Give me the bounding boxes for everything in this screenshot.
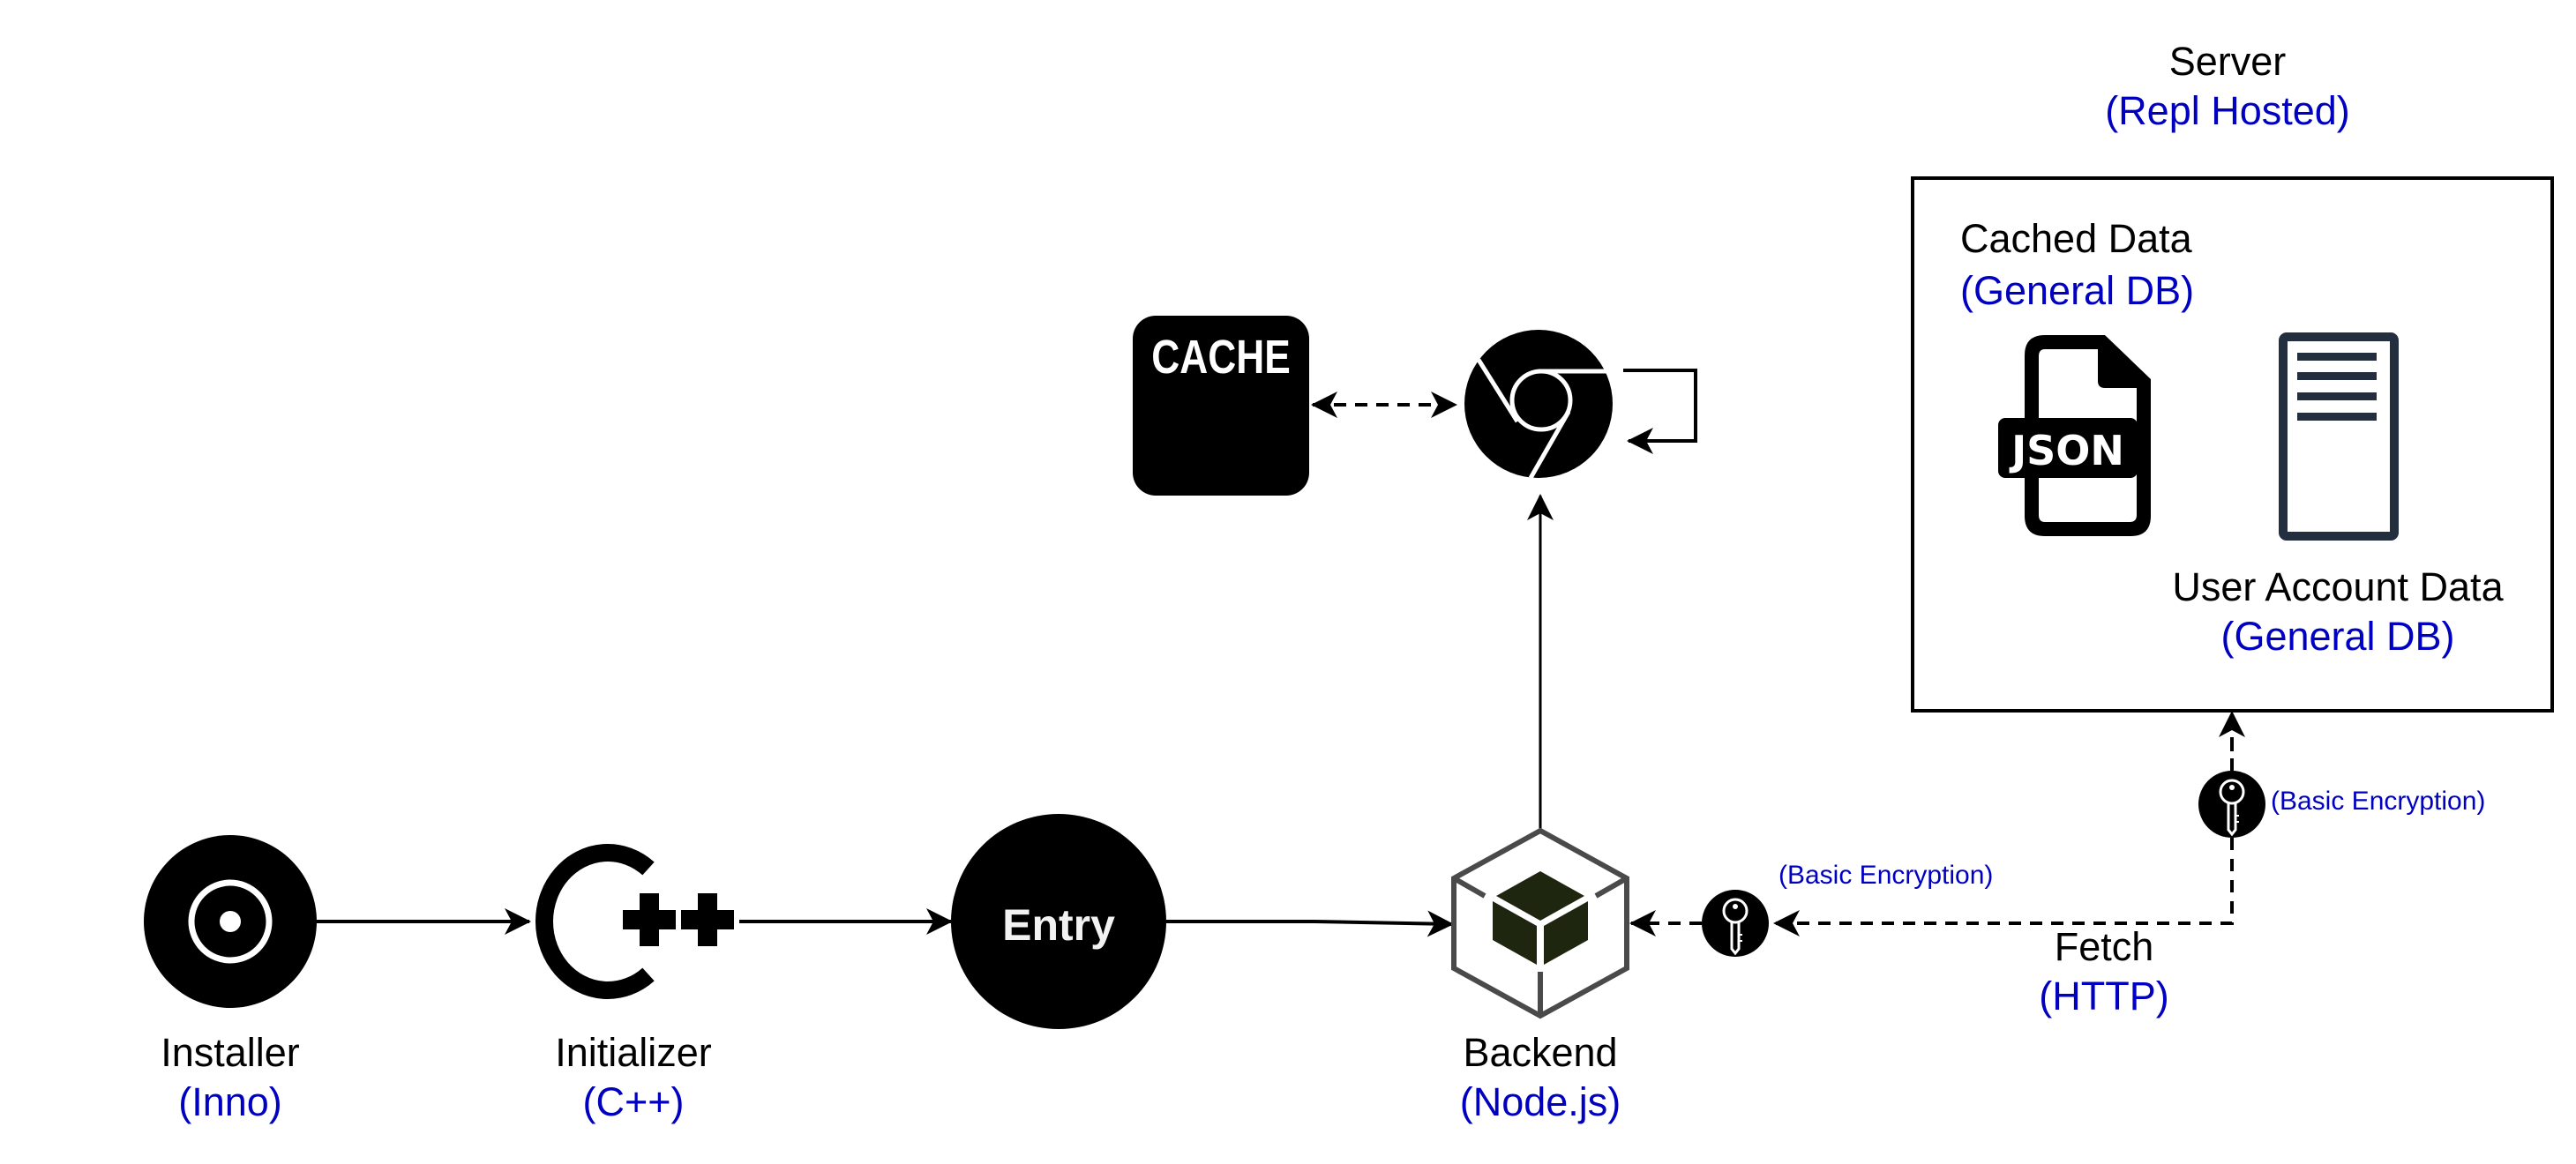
initializer-subtitle: (C++) bbox=[582, 1079, 685, 1125]
backend-subtitle: (Node.js) bbox=[1459, 1079, 1621, 1125]
installer-title: Installer bbox=[161, 1030, 300, 1075]
fetch-title: Fetch bbox=[2054, 924, 2154, 969]
installer-label: Installer (Inno) bbox=[142, 1028, 318, 1128]
backend-label: Backend (Node.js) bbox=[1434, 1028, 1646, 1128]
entry-text: Entry bbox=[1002, 900, 1115, 950]
server-container[interactable] bbox=[1911, 176, 2554, 713]
entry-label: Entry bbox=[970, 898, 1147, 953]
cache-icon[interactable] bbox=[1133, 316, 1309, 496]
server-rack-icon[interactable] bbox=[2279, 332, 2399, 541]
cache-text: CACHE bbox=[1151, 331, 1291, 384]
json-badge: JSON bbox=[1998, 426, 2138, 477]
fetch-label: Fetch (HTTP) bbox=[2011, 922, 2197, 1022]
key-icon[interactable] bbox=[2198, 771, 2265, 838]
server-label: Server (Repl Hosted) bbox=[2056, 37, 2400, 137]
chrome-icon[interactable] bbox=[1464, 330, 1613, 480]
user-account-data-title: User Account Data bbox=[2172, 564, 2504, 609]
user-account-data-label: User Account Data (General DB) bbox=[2153, 563, 2523, 662]
cache-label: CACHE bbox=[1133, 328, 1309, 388]
cached-data-label: Cached Data (General DB) bbox=[1960, 213, 2194, 317]
cpp-logo-icon[interactable] bbox=[535, 844, 734, 999]
disc-icon[interactable] bbox=[144, 835, 317, 1008]
json-file-icon[interactable] bbox=[1998, 335, 2151, 536]
installer-subtitle: (Inno) bbox=[178, 1079, 282, 1125]
server-title: Server bbox=[2168, 39, 2287, 84]
encryption-label-server: (Basic Encryption) bbox=[2271, 787, 2486, 816]
cached-data-title: Cached Data bbox=[1960, 216, 2192, 261]
edge-browser-self-loop bbox=[1623, 369, 1697, 454]
edge-server-fetch-to-backend bbox=[1629, 711, 2245, 936]
backend-title: Backend bbox=[1463, 1030, 1618, 1075]
edge-entry-to-backend bbox=[1166, 910, 1454, 937]
server-subtitle: (Repl Hosted) bbox=[2105, 88, 2350, 134]
user-account-data-subtitle: (General DB) bbox=[2220, 614, 2455, 660]
fetch-subtitle: (HTTP) bbox=[2039, 974, 2169, 1019]
entry-node[interactable] bbox=[951, 814, 1166, 1029]
cube-icon[interactable] bbox=[1451, 827, 1629, 1019]
initializer-label: Initializer (C++) bbox=[528, 1028, 739, 1128]
initializer-title: Initializer bbox=[555, 1030, 712, 1075]
json-badge-text: JSON bbox=[2011, 427, 2124, 474]
encryption-label-backend: (Basic Encryption) bbox=[1778, 861, 1994, 890]
cached-data-subtitle: (General DB) bbox=[1960, 267, 2195, 313]
key-icon[interactable] bbox=[1702, 890, 1769, 957]
